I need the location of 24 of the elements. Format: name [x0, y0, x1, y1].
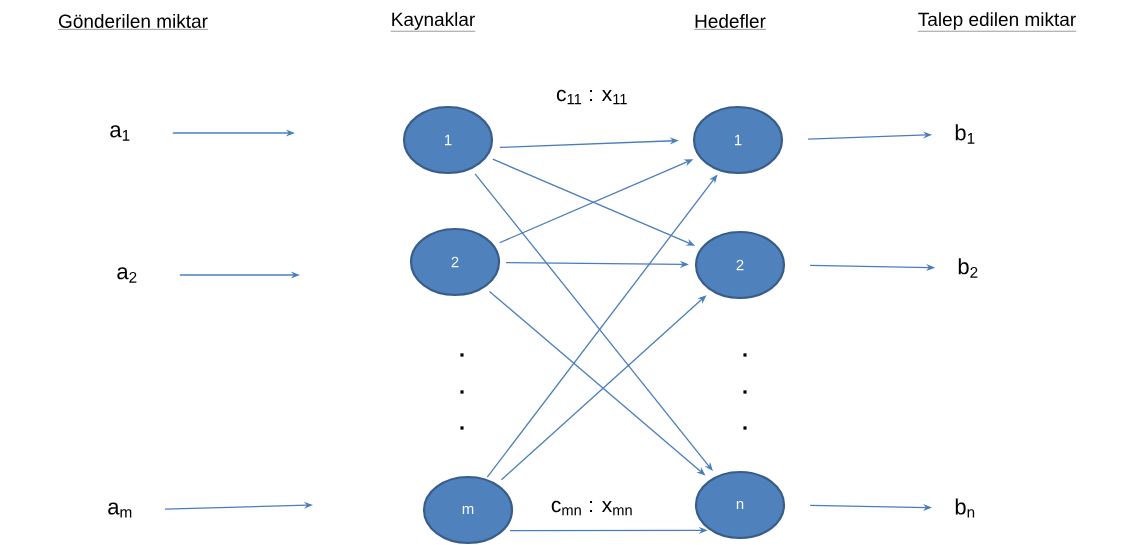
circle-node: 2: [694, 230, 786, 300]
circle-node: 2: [409, 227, 501, 297]
ellipsis-dot: .: [460, 353, 464, 357]
quantity-label: a$_{2}$: [117, 267, 137, 283]
quantity-label: b$_{n}$: [955, 498, 975, 518]
circle-node: m: [422, 475, 514, 545]
quantity-label: a$_{m}$: [108, 502, 132, 518]
circle-node: 1: [402, 105, 494, 175]
edge-label: c$_{11}$ : x$_{11}$: [555, 88, 629, 106]
ellipsis-dot: .: [460, 426, 464, 430]
quantity-label: b$_{2}$: [958, 258, 978, 278]
ellipsis-dot: .: [743, 426, 747, 430]
quantity-label: a$_{1}$: [110, 125, 130, 141]
ellipsis-dot: .: [743, 353, 747, 357]
column-heading: Kaynaklar: [390, 12, 476, 32]
column-heading: Hedefler: [693, 14, 767, 30]
edge-label: c$_{mn}$ : x$_{mn}$: [549, 499, 635, 517]
ellipsis-dot: .: [460, 390, 464, 394]
column-heading: Talep edilen miktar: [917, 12, 1077, 32]
ellipsis-dot: .: [743, 390, 747, 394]
column-heading: Gönderilen miktar: [57, 14, 209, 30]
circle-node: n: [694, 470, 786, 540]
circle-node: 1: [692, 105, 784, 175]
quantity-label: b$_{1}$: [955, 124, 975, 144]
